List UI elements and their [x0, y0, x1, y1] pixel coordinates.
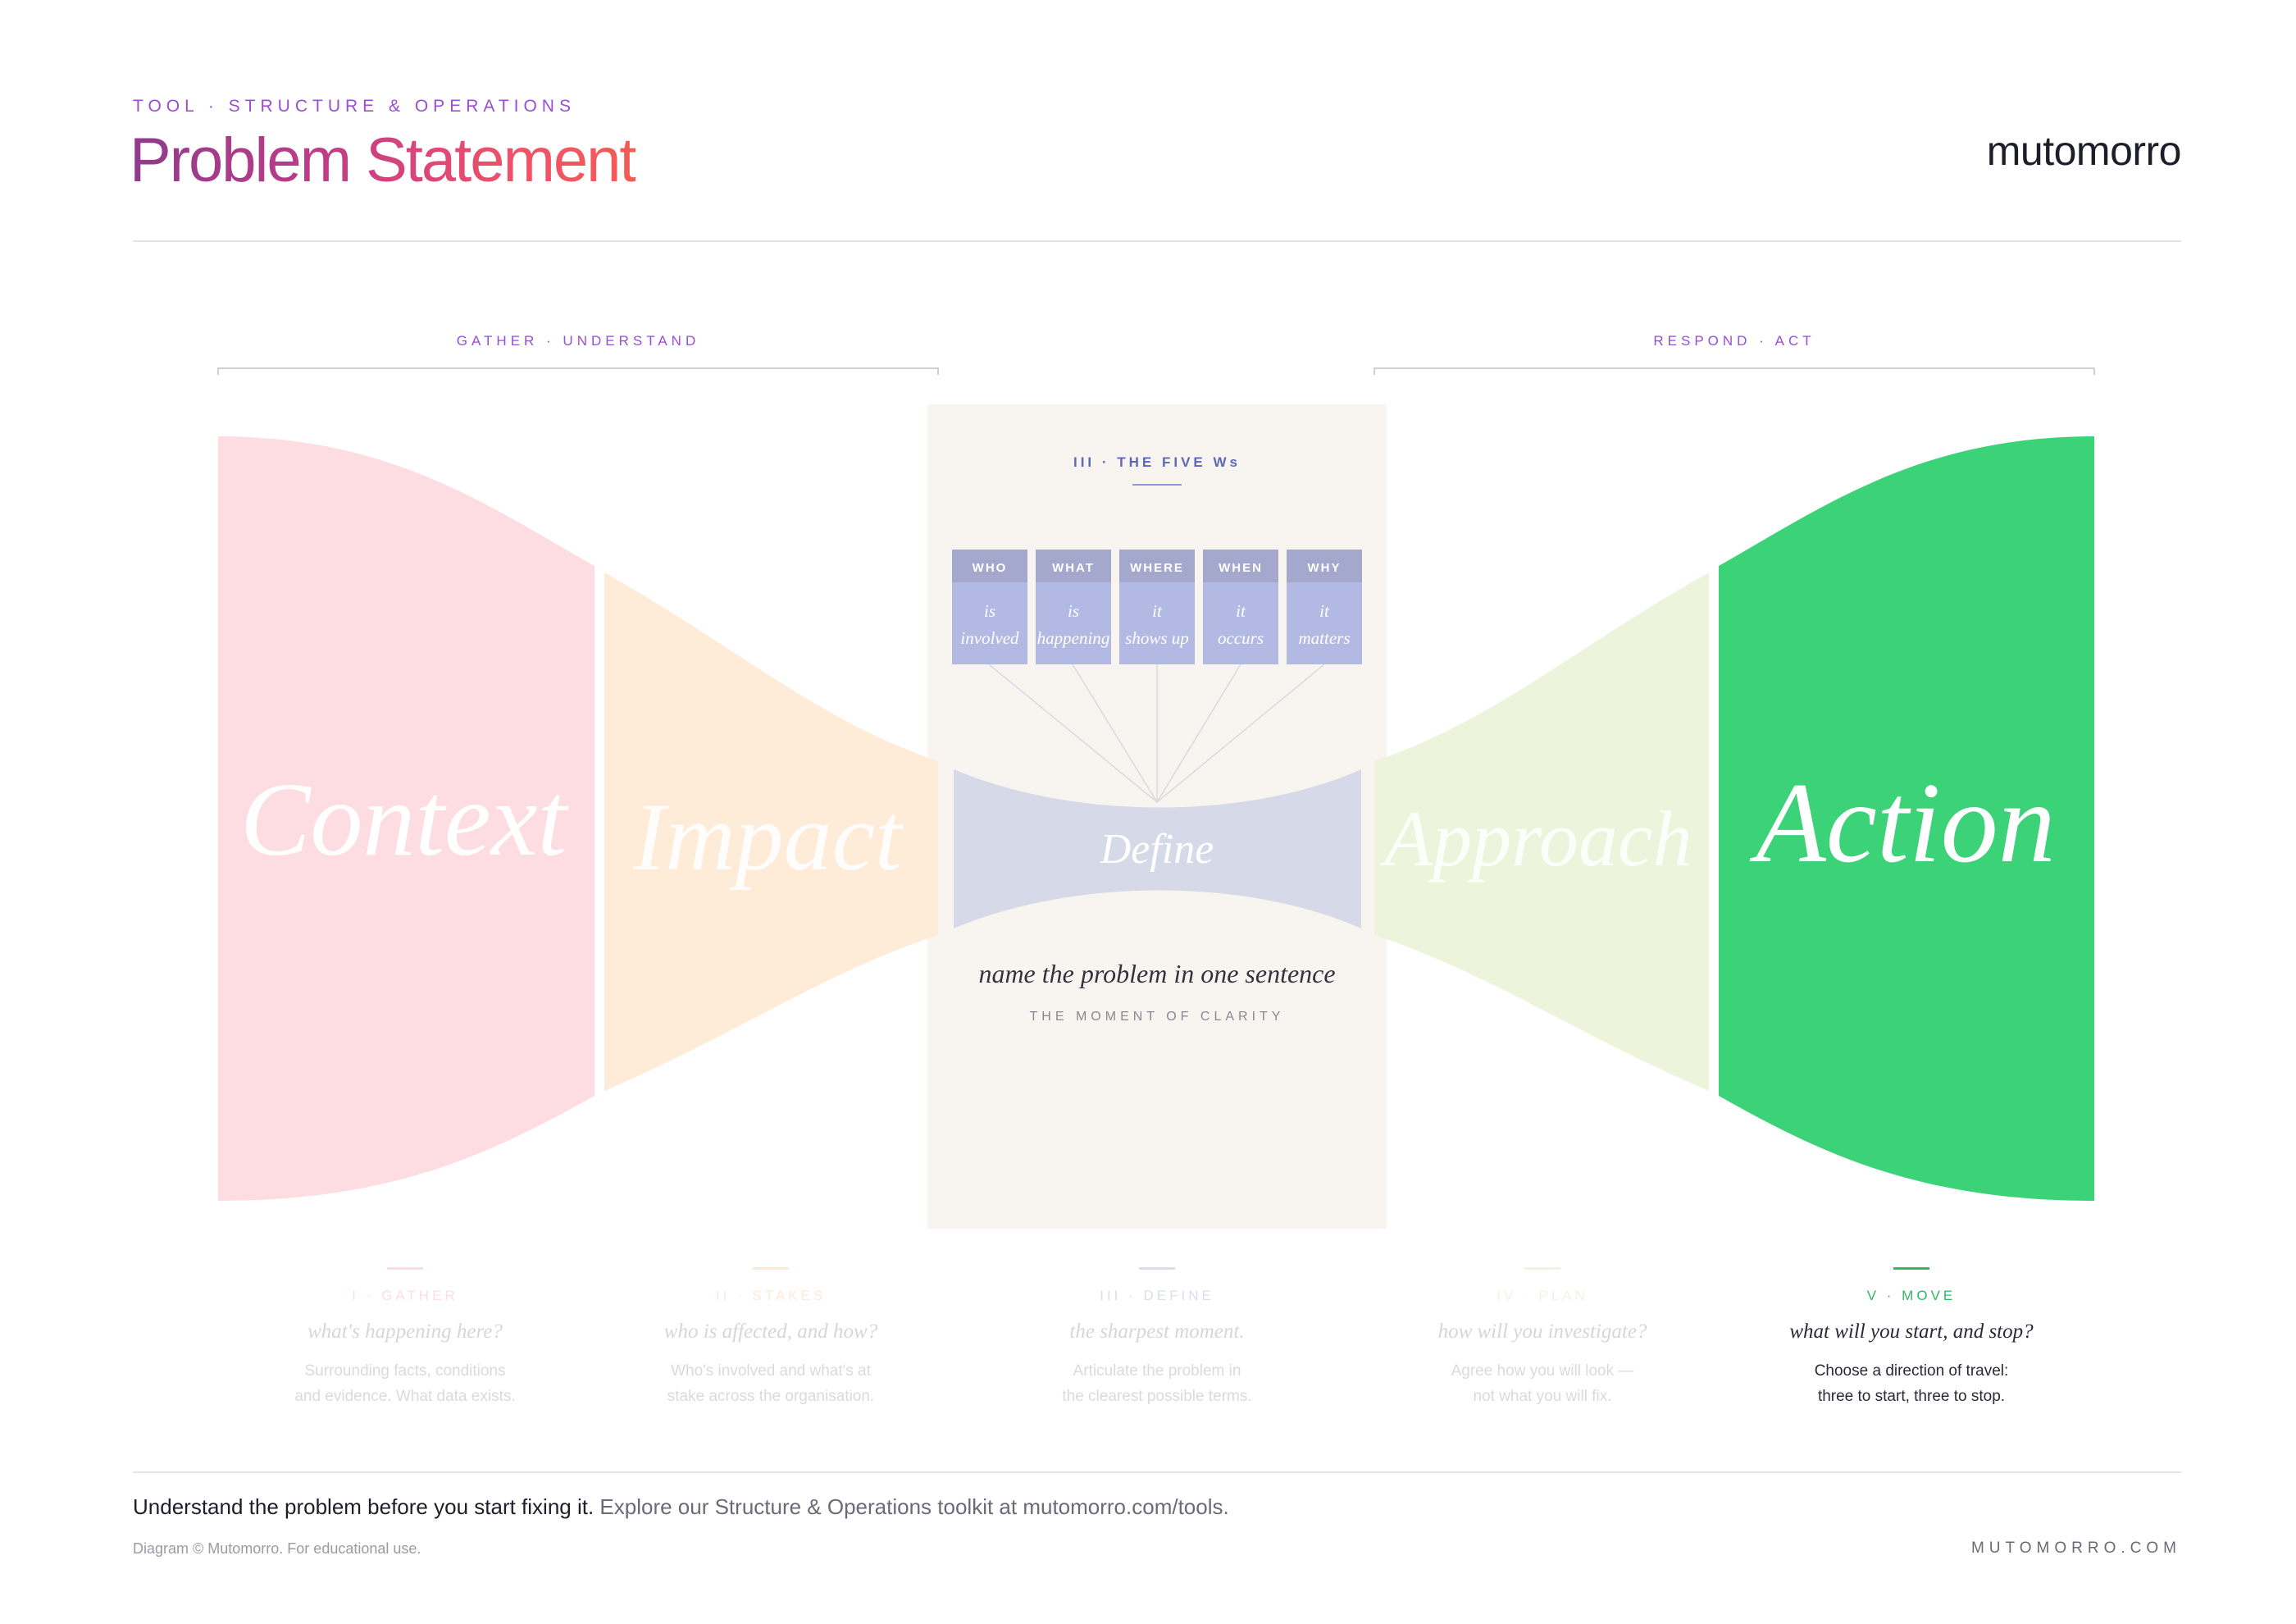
header-eyebrow: TOOL · STRUCTURE & OPERATIONS [133, 97, 576, 116]
ws-what-line2: happening [1037, 628, 1110, 648]
five-ws-connectors [988, 664, 1325, 803]
stage-define-word: Define [1100, 826, 1214, 873]
stage-impact-question: who is affected, and how? [664, 1321, 878, 1343]
ws-why-line1: it [1319, 601, 1330, 621]
stage-approach-number: IV · PLAN [1496, 1288, 1588, 1303]
ws-when-line1: it [1236, 601, 1246, 621]
footer-site-link[interactable]: MUTOMORRO.COM [1970, 1540, 2181, 1557]
stage-define-desc-2: the clearest possible terms. [1062, 1388, 1251, 1405]
footer-rule [133, 1471, 2181, 1473]
group-bracket-right: RESPOND · ACT [1374, 333, 2095, 375]
stage-context-desc-1: Surrounding facts, conditions [304, 1362, 505, 1380]
stage-context-desc-2: and evidence. What data exists. [294, 1388, 515, 1405]
ws-what-head: WHAT [1052, 561, 1095, 575]
stage-action-number: V · MOVE [1867, 1288, 1957, 1303]
stage-define-desc-1: Articulate the problem in [1073, 1362, 1241, 1380]
stage-define-question: the sharpest moment. [1069, 1321, 1244, 1343]
ws-who-box: WHO is involved [952, 550, 1027, 664]
five-ws-label-underline [1132, 484, 1182, 486]
ws-who-line2: involved [960, 628, 1019, 648]
stage-action-desc-1: Choose a direction of travel: [1815, 1362, 2009, 1380]
stage-impact-desc-1: Who's involved and what's at [671, 1362, 872, 1380]
ws-what-box: WHAT is happening [1036, 550, 1111, 664]
five-ws-grid: WHO is involved WHAT is happening WHERE … [952, 550, 1362, 664]
stage-impact-word: Impact [632, 783, 904, 891]
stage-approach-question: how will you investigate? [1438, 1321, 1647, 1343]
page-title: Problem Statement [130, 125, 637, 195]
define-tagline: name the problem in one sentence [978, 959, 1335, 988]
stage-action-caption: V · MOVE what will you start, and stop? … [1789, 1267, 2034, 1405]
stage-approach-shape [1374, 573, 1709, 1091]
ws-who-head: WHO [973, 561, 1008, 575]
ws-where-box: WHERE it shows up [1119, 550, 1195, 664]
stage-action-shape [1719, 436, 2094, 1201]
ws-where-head: WHERE [1130, 561, 1184, 575]
ws-where-line1: it [1152, 601, 1163, 621]
ws-what-line1: is [1068, 601, 1079, 621]
five-ws-label: III · THE FIVE Ws [1073, 454, 1241, 470]
stage-define-caption: III · DEFINE the sharpest moment. Articu… [1062, 1267, 1252, 1405]
ws-when-box: WHEN it occurs [1203, 550, 1278, 664]
ws-why-head: WHY [1308, 561, 1342, 575]
group-label-respond: RESPOND · ACT [1653, 333, 1815, 349]
stage-approach-caption: IV · PLAN how will you investigate? Agre… [1438, 1267, 1647, 1405]
ws-where-line2: shows up [1125, 628, 1189, 648]
stage-context-word: Context [240, 761, 570, 878]
ws-why-box: WHY it matters [1287, 550, 1362, 664]
stage-context-question: what's happening here? [308, 1321, 503, 1343]
stage-approach-desc-1: Agree how you will look — [1451, 1362, 1634, 1380]
stage-context-shape [218, 436, 594, 1201]
group-label-gather: GATHER · UNDERSTAND [457, 333, 700, 349]
ws-when-line2: occurs [1218, 628, 1264, 648]
footer-tagline-link[interactable]: Explore our Structure & Operations toolk… [594, 1494, 1229, 1519]
stage-impact-desc-2: stake across the organisation. [667, 1388, 874, 1405]
ws-why-line2: matters [1299, 628, 1351, 648]
header-rule [133, 240, 2181, 242]
stage-approach-word: Approach [1379, 795, 1692, 883]
footer-copyright: Diagram © Mutomorro. For educational use… [133, 1540, 421, 1557]
footer-tagline: Understand the problem before you start … [133, 1494, 1229, 1520]
stage-action-word: Action [1749, 760, 2055, 887]
group-bracket-left: GATHER · UNDERSTAND [217, 333, 939, 375]
stage-impact-shape [604, 573, 938, 1091]
stage-context-number: I · GATHER [352, 1288, 458, 1303]
ws-who-line1: is [984, 601, 995, 621]
footer-tagline-strong: Understand the problem before you start … [133, 1494, 594, 1519]
define-subtag: THE MOMENT OF CLARITY [1030, 1010, 1285, 1024]
stage-impact-number: II · STAKES [716, 1288, 826, 1303]
stage-action-question: what will you start, and stop? [1789, 1321, 2034, 1343]
brand-logo[interactable]: mutomorro [1986, 128, 2182, 174]
ws-when-head: WHEN [1219, 561, 1263, 575]
stage-action-desc-2: three to start, three to stop. [1818, 1388, 2005, 1405]
stage-approach-desc-2: not what you will fix. [1474, 1388, 1612, 1405]
stage-define-number: III · DEFINE [1100, 1288, 1214, 1303]
stage-define-shape [954, 769, 1361, 928]
stage-context-caption: I · GATHER what's happening here? Surrou… [294, 1267, 516, 1405]
stage-impact-caption: II · STAKES who is affected, and how? Wh… [664, 1267, 878, 1405]
